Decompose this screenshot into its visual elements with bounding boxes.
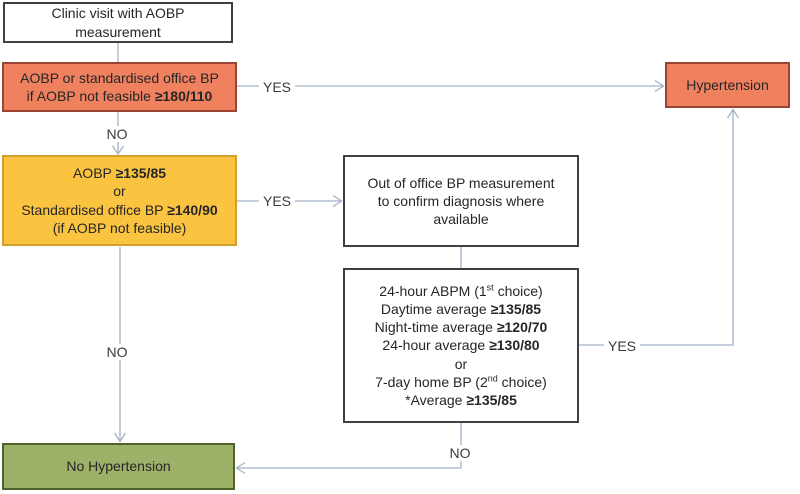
node-out-of-office-bp: Out of office BP measurement to confirm … (343, 155, 579, 247)
node-text: Night-time average ≥120/70 (374, 319, 548, 336)
arrow-abpm-to-hypertension (578, 108, 740, 346)
edge-label-yes-abpm: YES (603, 338, 641, 354)
node-text: Hypertension (686, 76, 769, 93)
node-text: Standardised office BP ≥140/90 (21, 201, 218, 218)
node-text: if AOBP not feasible ≥180/110 (26, 88, 213, 104)
node-text: or (454, 355, 468, 372)
node-no-hypertension: No Hypertension (2, 443, 235, 490)
edge-label-no-abpm: NO (445, 445, 475, 461)
node-abpm-criteria: 24-hour ABPM (1st choice) Daytime averag… (343, 268, 579, 423)
node-text: or (113, 183, 126, 200)
edge-label-yes-aobp135: YES (258, 193, 296, 209)
node-text: AOBP or standardised office BP (20, 69, 219, 86)
node-text: 24-hour average ≥130/80 (382, 337, 540, 354)
node-screen-180-110: AOBP or standardised office BP if AOBP n… (2, 62, 237, 112)
edge-label-no-aobp135: NO (102, 344, 132, 360)
node-text: AOBP ≥135/85 (72, 165, 167, 182)
node-text: Clinic visit with AOBP (51, 5, 185, 22)
node-text: *Average ≥135/85 (405, 391, 517, 408)
node-hypertension: Hypertension (665, 62, 790, 108)
arrow-screen180-to-hypertension (237, 79, 665, 93)
edge-label-no-screen180: NO (102, 126, 132, 142)
node-text: measurement (75, 23, 161, 40)
edge-label-yes-screen180: YES (258, 79, 296, 95)
node-aobp-135-85: AOBP ≥135/85 or Standardised office BP ≥… (2, 155, 237, 246)
node-text: (if AOBP not feasible) (52, 219, 187, 236)
node-text: available (433, 211, 489, 228)
node-clinic-visit: Clinic visit with AOBP measurement (3, 2, 233, 43)
arrow-abpm-to-nohypertension (235, 423, 462, 475)
node-text: Out of office BP measurement (367, 174, 555, 191)
node-text: Daytime average ≥135/85 (380, 301, 542, 318)
node-text: 7-day home BP (2nd choice) (375, 373, 547, 390)
node-text: No Hypertension (66, 458, 171, 475)
node-text: 24-hour ABPM (1st choice) (379, 282, 543, 299)
node-text: to confirm diagnosis where (377, 192, 545, 209)
